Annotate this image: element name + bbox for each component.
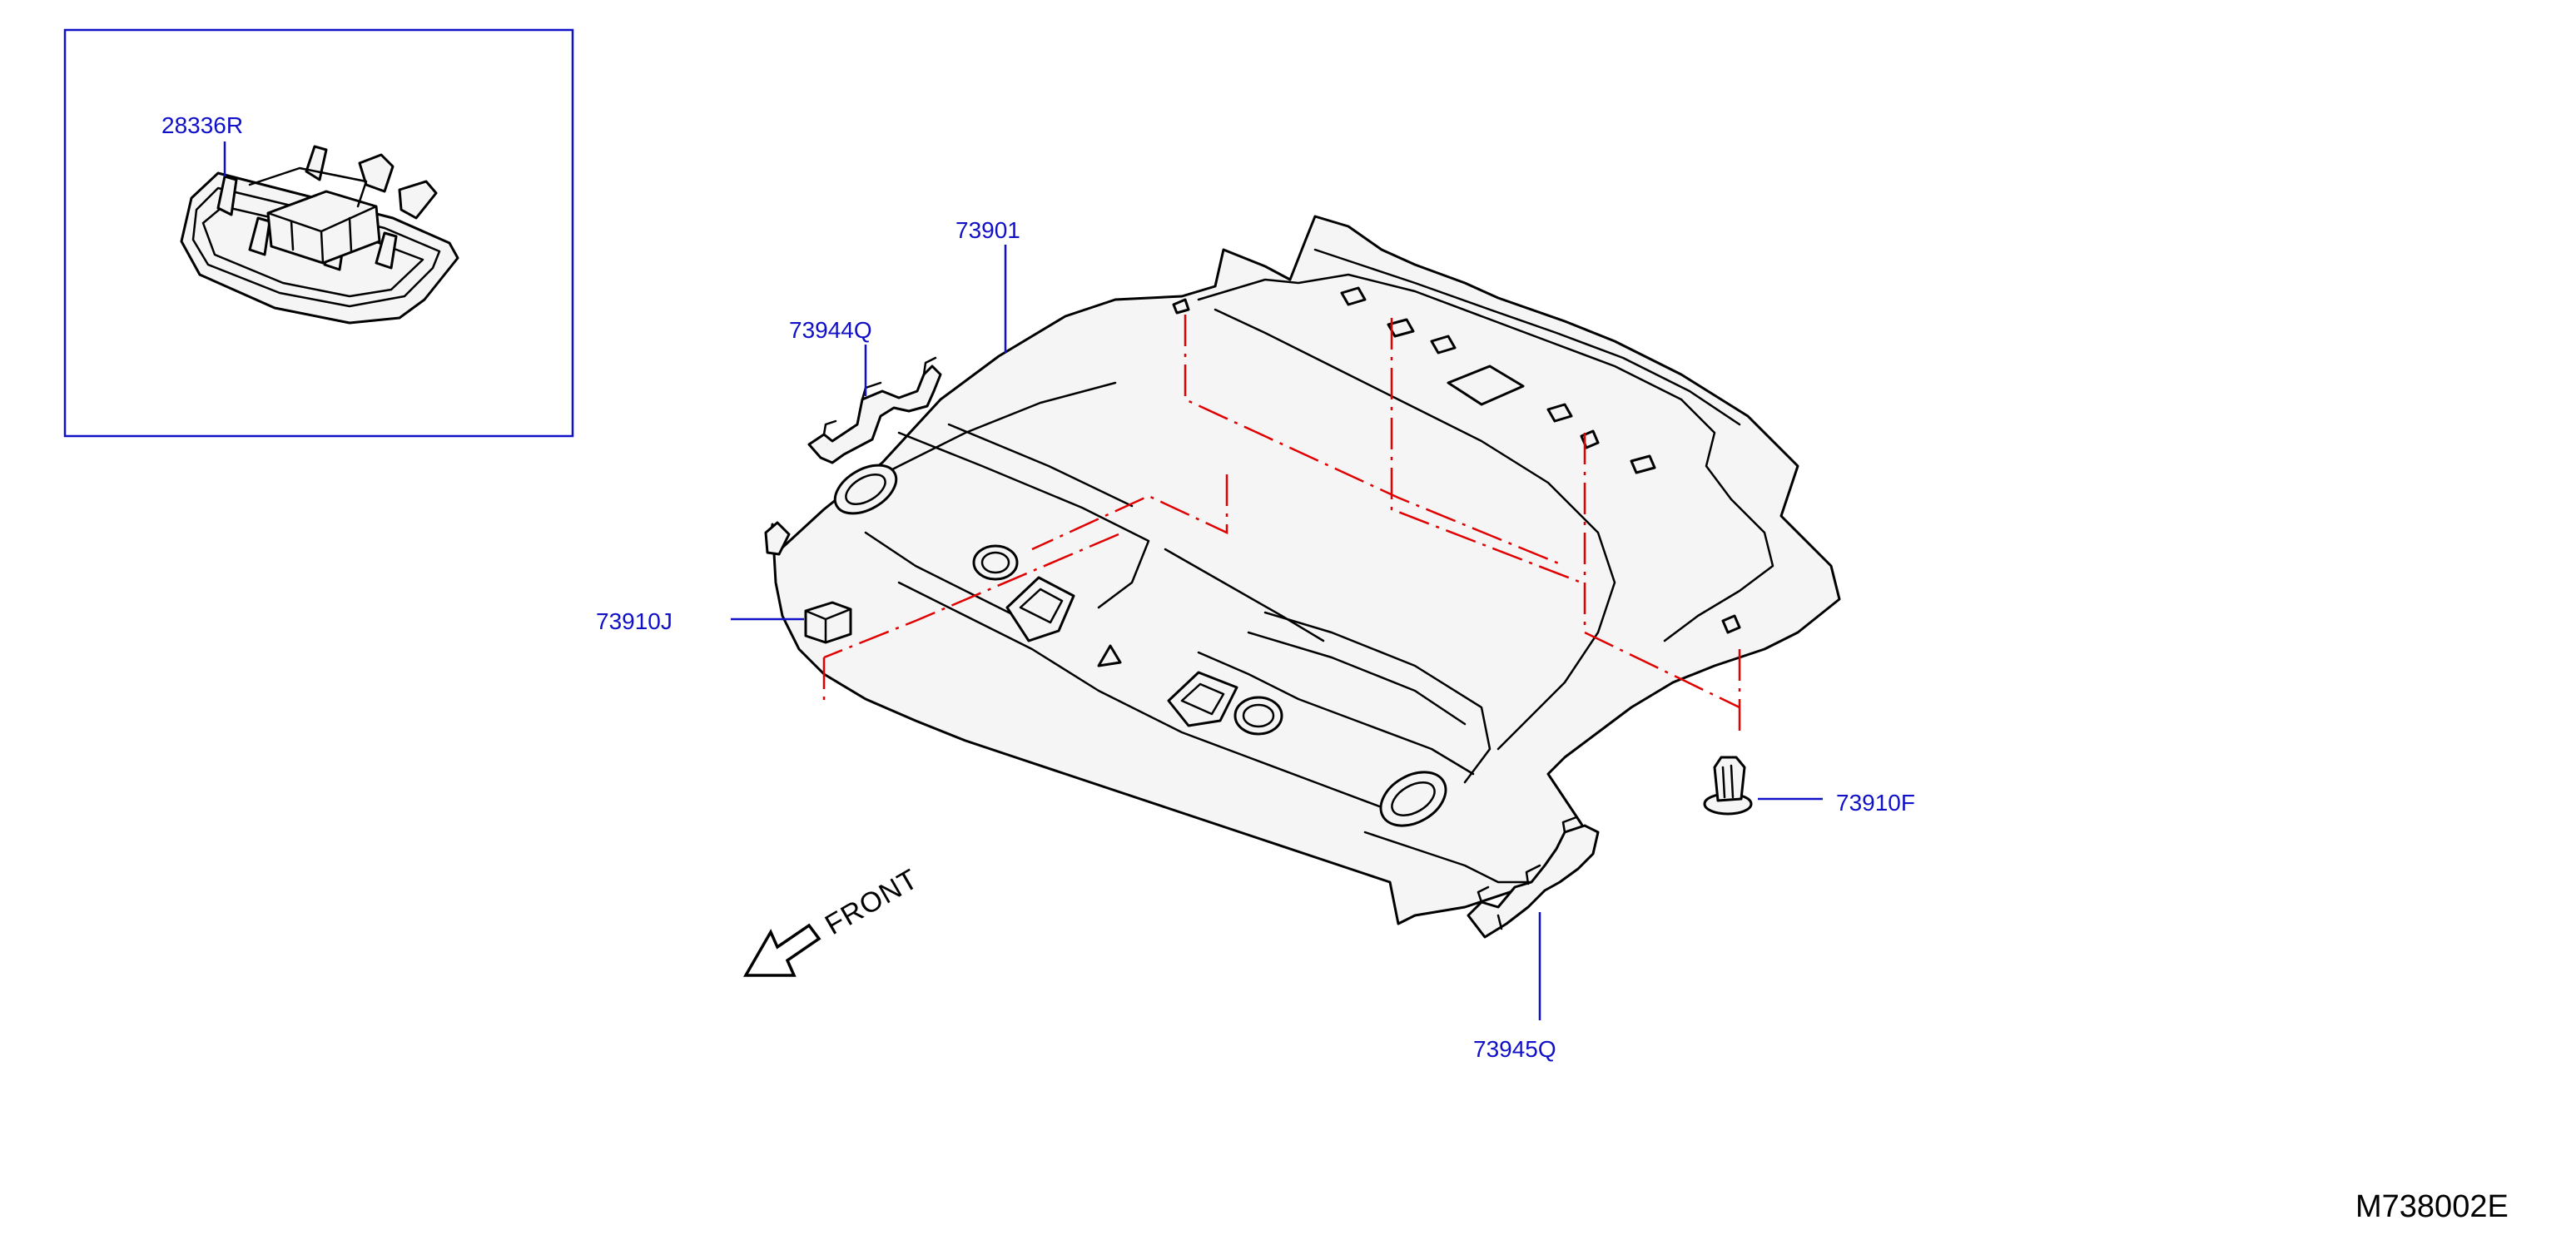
part-label-73945Q: 73945Q bbox=[1473, 1036, 1556, 1062]
part-73945Q-bracket bbox=[1467, 816, 1600, 939]
dashed-guides bbox=[822, 315, 1741, 732]
leader-lines bbox=[223, 141, 1823, 1020]
part-73910F-clip bbox=[1703, 756, 1753, 816]
diagram-code: M738002E bbox=[2355, 1189, 2509, 1224]
part-label-73910F: 73910F bbox=[1836, 790, 1915, 816]
part-73944Q-bracket bbox=[807, 356, 942, 464]
front-label: FRONT bbox=[820, 863, 924, 941]
part-label-73901: 73901 bbox=[955, 217, 1020, 243]
part-label-28336R: 28336R bbox=[161, 112, 243, 138]
part-label-73910J: 73910J bbox=[596, 608, 673, 634]
part-73910J-block bbox=[804, 601, 852, 644]
part-73901-headlining bbox=[764, 215, 1841, 925]
inset-box bbox=[63, 28, 574, 438]
part-label-73944Q: 73944Q bbox=[789, 317, 872, 343]
part-28336R-drawing bbox=[180, 145, 459, 325]
front-arrow-icon bbox=[742, 923, 821, 977]
